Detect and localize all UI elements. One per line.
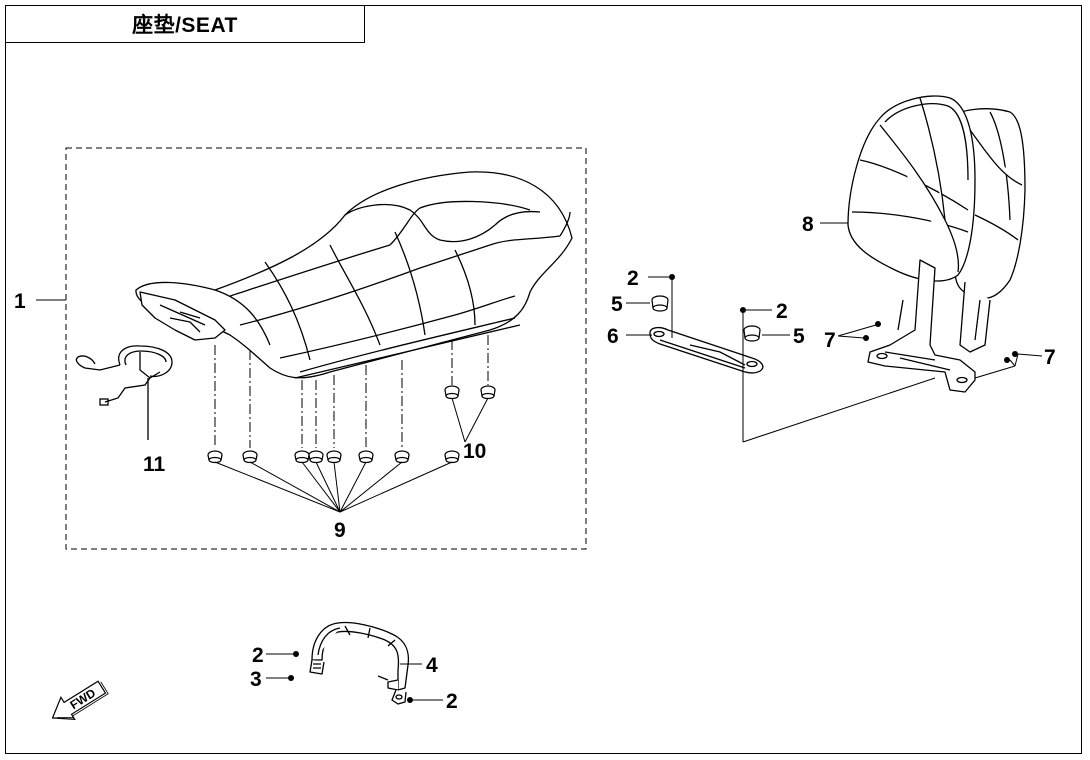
- seat-drawing: [135, 171, 573, 379]
- handle-leaders: [266, 653, 443, 701]
- callout-damper-left: 5: [611, 293, 623, 316]
- callout-leaders-9: [214, 461, 453, 513]
- backrest-leaders: [820, 222, 1043, 379]
- backrest-drawing: [847, 95, 1026, 393]
- callout-lock-cable: 11: [143, 453, 166, 476]
- callout-backrest: 8: [802, 213, 814, 236]
- grab-handle-drawing: [309, 621, 410, 705]
- callout-bracket-plate: 6: [607, 325, 619, 348]
- rubber-pads: [207, 450, 460, 464]
- fwd-arrow-icon: FWD: [51, 680, 109, 721]
- drawing-frame: [5, 5, 1082, 754]
- callout-leaders-10: [451, 397, 489, 443]
- bracket-plate-drawing: [649, 326, 764, 374]
- bolts-top: [669, 274, 746, 313]
- nuts: [863, 321, 1018, 363]
- callout-screw-handle: 3: [250, 668, 262, 691]
- callout-bolt-handle-right: 2: [446, 690, 458, 713]
- callout-nut-right: 7: [1044, 346, 1056, 369]
- callout-grab-handle: 4: [426, 654, 438, 677]
- callout-nut-left: 7: [824, 329, 836, 352]
- callout-seat-assembly: 1: [14, 290, 26, 313]
- callout-bolt-handle-left: 2: [252, 644, 264, 667]
- bracket-leaders: [626, 276, 936, 443]
- dampers: [651, 295, 761, 342]
- callout-cushion-pad: 10: [463, 440, 486, 463]
- assembly-guide-lines: [214, 335, 489, 448]
- seat-group-box: [65, 147, 587, 550]
- callout-bolt-top-left: 2: [627, 267, 639, 290]
- callout-rubber-pad: 9: [334, 519, 346, 542]
- cushion-pads: [444, 385, 496, 400]
- handle-fasteners: [288, 651, 413, 703]
- callout-bolt-top-right: 2: [776, 300, 788, 323]
- lock-cable-drawing: [75, 345, 173, 440]
- callout-damper-right: 5: [793, 325, 805, 348]
- diagram-title: 座垫/SEAT: [5, 5, 365, 43]
